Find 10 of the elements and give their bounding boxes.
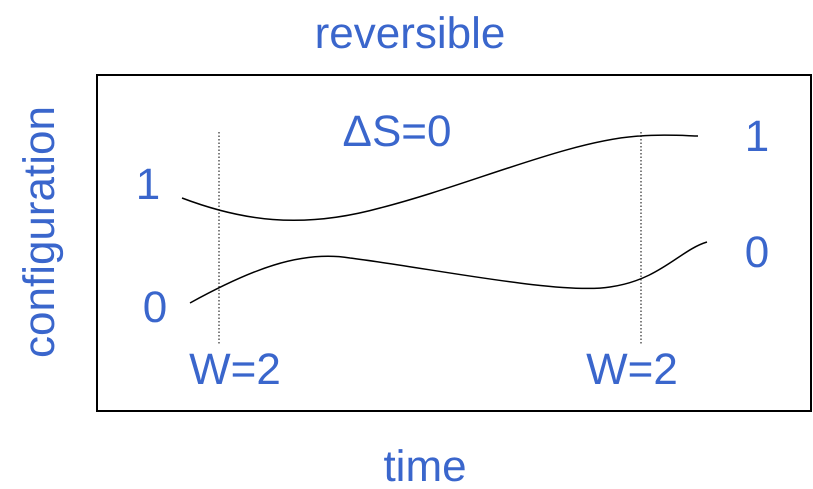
title: reversible: [314, 12, 506, 56]
state-label: 0: [744, 231, 770, 275]
state-label: 1: [136, 163, 160, 207]
weight-label: W=2: [586, 348, 678, 392]
axis-label: configuration: [18, 106, 62, 358]
axis-label: time: [383, 445, 467, 489]
state-label: 0: [142, 286, 168, 330]
state-label: 1: [744, 115, 770, 159]
entropy-label: ΔS=0: [342, 110, 452, 154]
weight-label: W=2: [189, 348, 281, 392]
